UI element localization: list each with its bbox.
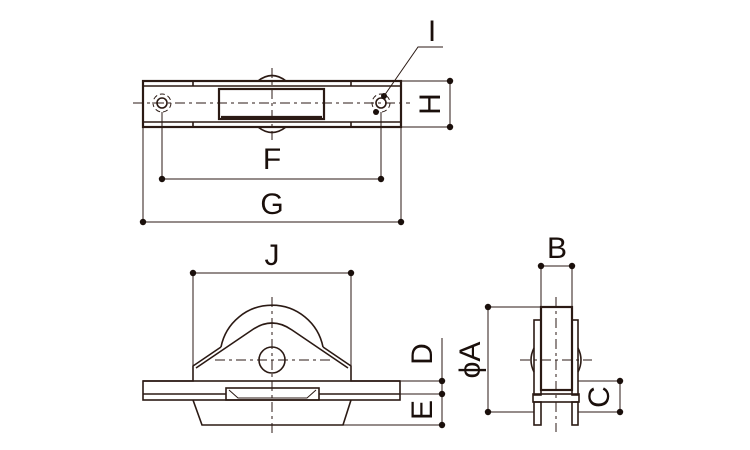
dim-label-D: D <box>406 343 439 365</box>
left-screw-hole <box>152 93 172 113</box>
dim-label-E: E <box>406 400 439 420</box>
dim-label-F: F <box>263 143 281 176</box>
dim-label-J: J <box>265 239 280 272</box>
top-view: I H F G <box>133 15 454 226</box>
dim-label-C: C <box>583 386 616 408</box>
dim-label-A: ϕA <box>454 342 487 379</box>
dim-label-G: G <box>260 188 283 221</box>
dim-label-I: I <box>428 15 436 48</box>
side-view: B ϕA C <box>454 232 624 432</box>
dim-label-B: B <box>547 232 567 265</box>
dim-I-leader <box>383 46 443 97</box>
front-view: J D E <box>142 239 446 436</box>
dim-label-H: H <box>414 93 447 115</box>
right-screw-hole <box>371 93 391 115</box>
